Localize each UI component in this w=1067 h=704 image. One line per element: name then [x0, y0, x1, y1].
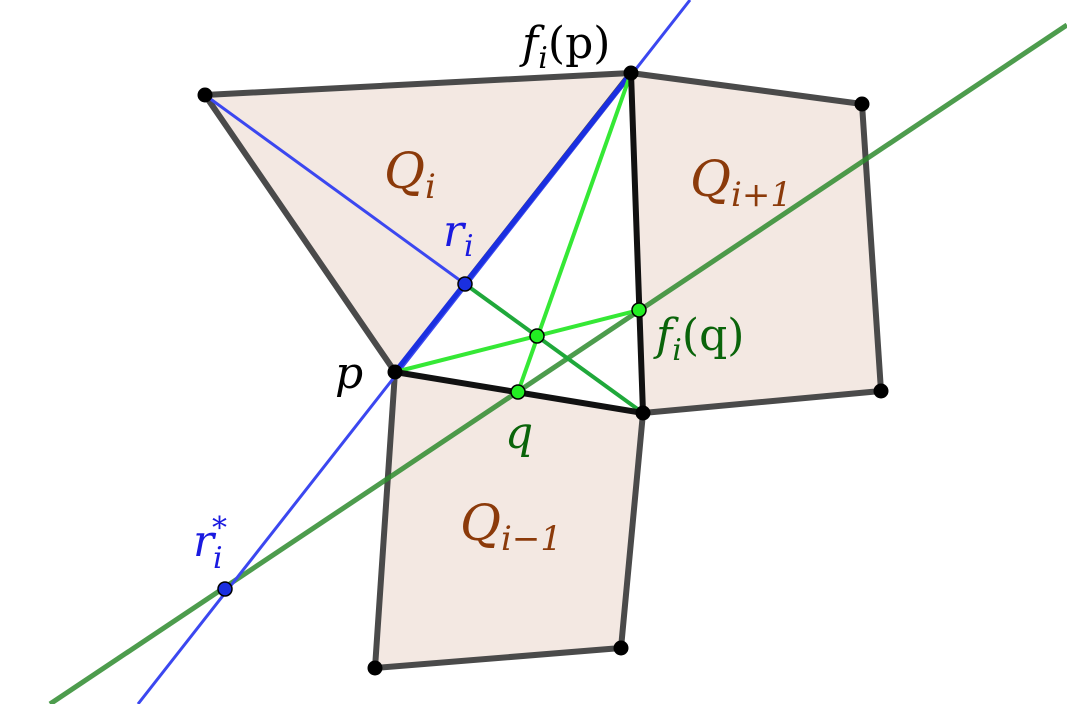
- label-p: p: [335, 348, 363, 399]
- label-fq: fi(q): [653, 310, 744, 368]
- label-q-i-minus-1: Qi−1: [460, 494, 562, 559]
- point-p: [387, 364, 403, 380]
- quadrilateral-q-i-minus-1-edges: [372, 371, 646, 671]
- label-q-i-plus-1: Qi+1: [690, 150, 792, 215]
- quadrilateral-q-i-minus-1: [372, 371, 646, 671]
- quadrilateral-q-i-plus-1: [630, 70, 884, 416]
- shared-edge-fp-corner: [628, 70, 646, 416]
- blue-segment-corner-to-ri: [204, 93, 466, 286]
- point-q: [510, 384, 526, 400]
- point-ri-star: [217, 581, 233, 597]
- label-ri-star: r*i: [193, 511, 227, 576]
- green-segment-ri-to-corner: [463, 282, 645, 415]
- quadrilateral-q-i-minus-1-fill: [375, 372, 643, 668]
- label-q: q: [505, 408, 533, 459]
- quadrilateral-q-i-fill: [205, 73, 631, 372]
- point-top-left: [197, 87, 213, 103]
- point-bottom-left: [367, 660, 383, 676]
- point-fp: [623, 65, 639, 81]
- label-q-i: Qi: [384, 142, 436, 207]
- quadrilateral-q-i-plus-1-fill: [631, 73, 881, 413]
- green-segment-p-to-fq: [394, 308, 640, 374]
- point-center: [635, 405, 651, 421]
- blue-segment-p-to-fp: [393, 71, 633, 374]
- point-top-right: [854, 96, 870, 112]
- label-ri: ri: [443, 206, 474, 264]
- point-intersection: [529, 328, 545, 344]
- point-right: [873, 383, 889, 399]
- point-bottom-right: [613, 640, 629, 656]
- point-ri: [457, 276, 473, 292]
- point-fq: [631, 302, 647, 318]
- label-fp: fi(p): [519, 18, 610, 76]
- quadrilateral-q-i-plus-1-edges: [630, 70, 884, 416]
